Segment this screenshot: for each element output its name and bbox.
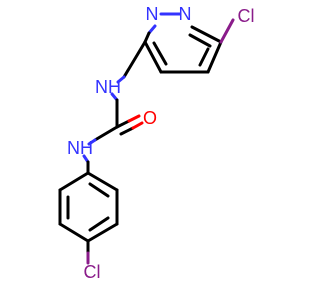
atom-n-ring-right: N xyxy=(179,4,192,24)
bond-c3-nh xyxy=(122,40,147,79)
bond-c3-nh-n xyxy=(116,75,126,84)
bond-n1-c3-ext xyxy=(143,31,151,44)
bond-ph-4 xyxy=(86,222,119,243)
structure-diagram: Cl N N NH O NH Cl xyxy=(58,4,255,282)
atom-n-ring-left: N xyxy=(146,4,159,24)
bond-c5-c6 xyxy=(206,40,223,74)
atom-nh-upper: NH xyxy=(95,77,121,97)
bond-carbonyl-lower-nh xyxy=(93,125,119,142)
bond-ph-6 xyxy=(86,171,119,192)
atom-cl-bottom: Cl xyxy=(84,262,101,282)
bond-c-o-1-red xyxy=(127,114,141,123)
bond-ph-3 xyxy=(58,222,90,243)
bond-ph-inner-2 xyxy=(88,216,110,232)
bond-c6-n2 xyxy=(190,25,223,44)
atom-o-carbonyl: O xyxy=(143,108,157,128)
atom-nh-lower: NH xyxy=(67,138,93,158)
bond-carbonyl-lower-nh-n xyxy=(87,138,97,146)
bond-ph-inner-3 xyxy=(88,182,110,198)
bond-c-o-2 xyxy=(119,126,135,136)
bond-ph-1 xyxy=(58,171,90,192)
bond-c3-c4 xyxy=(143,40,163,74)
bond-c-o-2-red xyxy=(131,121,144,130)
atom-cl-top: Cl xyxy=(238,6,255,26)
bond-c6-cl xyxy=(219,18,235,44)
bond-c3-c4-double xyxy=(152,41,168,66)
bond-c6-n2-double xyxy=(188,33,212,48)
bond-c5-inner-double xyxy=(198,47,210,67)
bond-n1-c3 xyxy=(147,24,157,35)
bond-c-o-1 xyxy=(115,119,131,129)
molecule-svg: Cl N N NH O NH Cl xyxy=(58,4,255,282)
